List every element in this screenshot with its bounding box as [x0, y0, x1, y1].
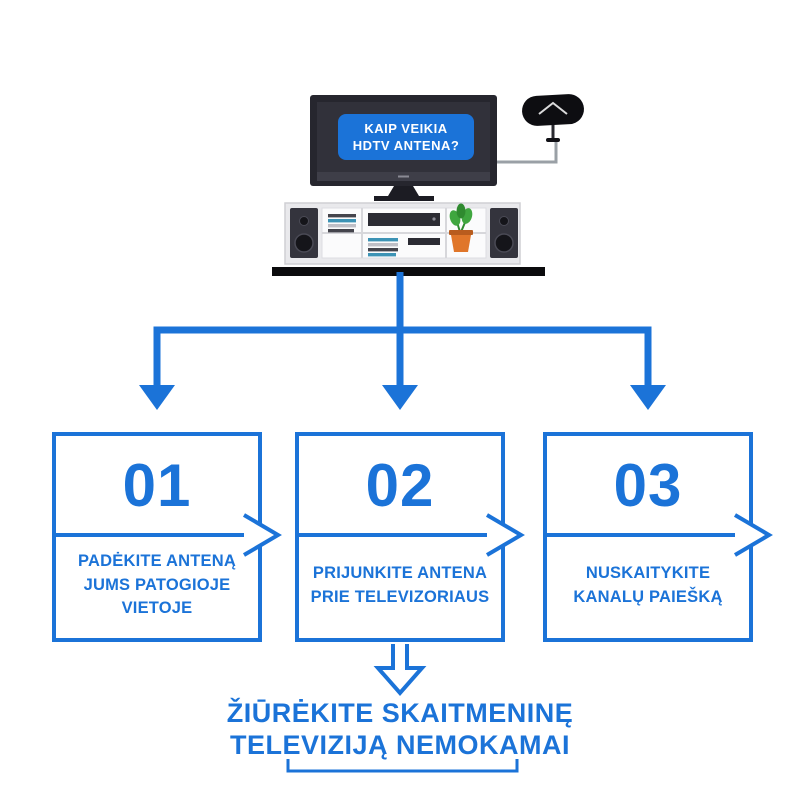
down-arrow-icon — [373, 644, 427, 697]
tv-badge-line1: KAIP VEIKIA — [364, 121, 447, 136]
footer-message: ŽIŪRĖKITE SKAITMENINĘ TELEVIZIJĄ NEMOKAM… — [0, 697, 800, 762]
step-2-number: 02 — [365, 452, 435, 519]
books-icon — [328, 214, 356, 233]
footer-line2: TELEVIZIJĄ NEMOKAMAI — [229, 730, 570, 761]
books-icon — [368, 238, 398, 257]
step-box-3: 03 NUSKAITYKITE KANALŲ PAIEŠKĄ — [543, 432, 753, 642]
tv-stand — [388, 186, 419, 196]
step-3-label: NUSKAITYKITE KANALŲ PAIEŠKĄ — [573, 563, 723, 606]
tv: KAIP VEIKIA HDTV ANTENA? — [310, 95, 497, 201]
step-2-label: PRIJUNKITE ANTENA PRIE TELEVIZORIAUS — [310, 563, 490, 606]
tv-badge: KAIP VEIKIA HDTV ANTENA? — [338, 114, 474, 160]
speaker-right-icon — [490, 208, 518, 258]
tv-badge-line2: HDTV ANTENA? — [353, 138, 460, 153]
step-1-number: 01 — [122, 452, 192, 519]
tv-cabinet — [284, 202, 521, 265]
arrowhead-down-icon — [139, 385, 175, 410]
antenna-cable — [497, 142, 558, 164]
speaker-left-icon — [290, 208, 318, 258]
tv-illustration: KAIP VEIKIA HDTV ANTENA? — [272, 94, 584, 276]
step-box-1: 01 PADĖKITE ANTENĄ JUMS PATOGIOJE VIETOJ… — [52, 432, 262, 642]
plant-icon — [449, 203, 473, 252]
footer-line1: ŽIŪRĖKITE SKAITMENINĘ — [226, 698, 574, 728]
tv-table — [272, 267, 545, 276]
step-1-label: PADĖKITE ANTENĄ JUMS PATOGIOJE VIETOJE — [78, 551, 236, 618]
step-box-2: 02 PRIJUNKITE ANTENA PRIE TELEVIZORIAUS — [295, 432, 505, 642]
receiver-icon — [368, 213, 440, 245]
antenna-icon — [497, 94, 584, 164]
arrowhead-down-icon — [630, 385, 666, 410]
step-3-number: 03 — [613, 452, 683, 519]
arrowhead-down-icon — [382, 385, 418, 410]
